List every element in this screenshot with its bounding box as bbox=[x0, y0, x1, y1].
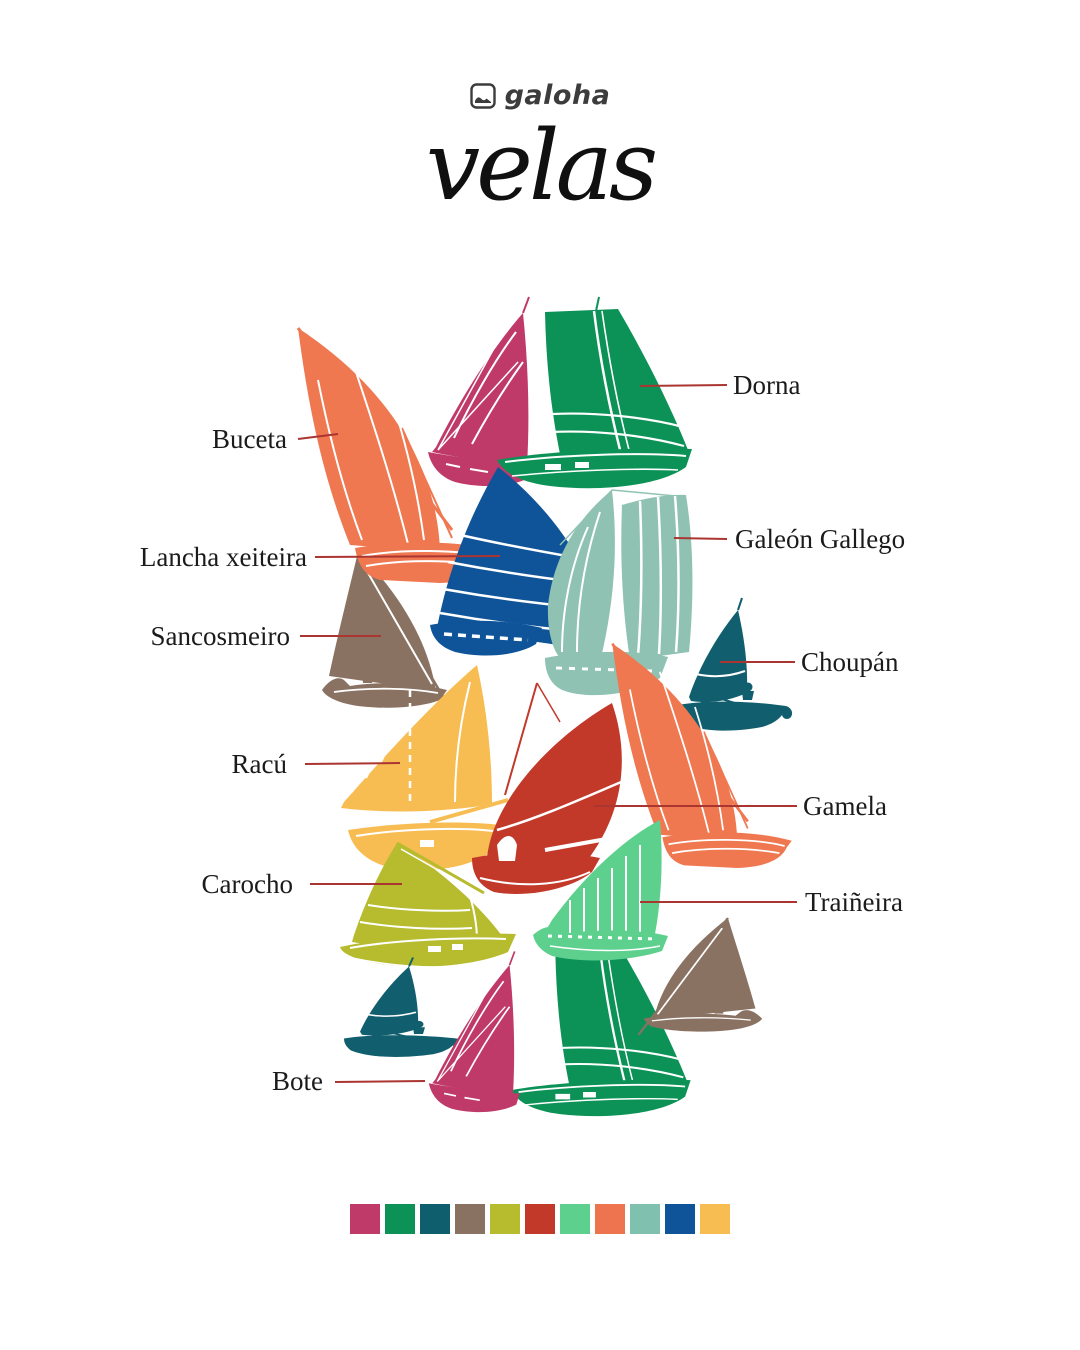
palette-swatch-magenta bbox=[350, 1204, 380, 1234]
palette-swatch-red bbox=[525, 1204, 555, 1234]
color-palette bbox=[0, 1204, 1080, 1234]
label-carocho: Carocho bbox=[201, 869, 293, 899]
boat-choupan-duplicate bbox=[343, 956, 465, 1058]
palette-swatch-yellow bbox=[700, 1204, 730, 1234]
boat-buceta bbox=[296, 327, 502, 583]
label-gamela: Gamela bbox=[803, 791, 887, 821]
label-dorna: Dorna bbox=[733, 370, 801, 400]
connector-dorna bbox=[639, 384, 728, 387]
connector-buceta bbox=[297, 433, 339, 440]
boat-dorna bbox=[497, 296, 692, 489]
connector-racu bbox=[304, 762, 401, 765]
palette-swatch-salmon bbox=[595, 1204, 625, 1234]
palette-swatch-dark-teal bbox=[420, 1204, 450, 1234]
label-connectors bbox=[297, 384, 797, 1083]
palette-swatch-light-teal bbox=[630, 1204, 660, 1234]
palette-swatch-mint bbox=[560, 1204, 590, 1234]
label-traineira: Traiñeira bbox=[805, 887, 903, 917]
connector-lancha bbox=[314, 555, 501, 558]
brand-name: galoha bbox=[504, 80, 611, 111]
label-galeon-gallego: Galeón Gallego bbox=[735, 524, 906, 554]
boat-carocho bbox=[340, 841, 516, 968]
label-sancosmeiro: Sancosmeiro bbox=[150, 621, 290, 651]
palette-swatch-brown bbox=[455, 1204, 485, 1234]
label-racu: Racú bbox=[231, 749, 287, 779]
label-buceta: Buceta bbox=[212, 424, 287, 454]
label-choupan: Choupán bbox=[801, 647, 899, 677]
connector-bote bbox=[334, 1080, 426, 1083]
boat-gamela bbox=[472, 682, 627, 894]
boat-traineira bbox=[533, 820, 668, 961]
palette-swatch-blue bbox=[665, 1204, 695, 1234]
palette-swatch-olive bbox=[490, 1204, 520, 1234]
boat-lancha-xeiteira bbox=[430, 467, 583, 656]
label-bote: Bote bbox=[272, 1066, 323, 1096]
boat-sancosmeiro bbox=[322, 551, 454, 713]
boat-choupan bbox=[673, 597, 793, 731]
palette-swatch-green bbox=[385, 1204, 415, 1234]
image-icon bbox=[469, 82, 496, 109]
page-title: velas bbox=[425, 110, 658, 222]
brand-logo: galoha bbox=[0, 80, 1080, 111]
connector-galeon bbox=[673, 537, 728, 540]
boat-bote-duplicate bbox=[427, 950, 521, 1113]
label-lancha-xeiteira: Lancha xeiteira bbox=[139, 542, 307, 572]
boat-racu bbox=[341, 665, 509, 871]
